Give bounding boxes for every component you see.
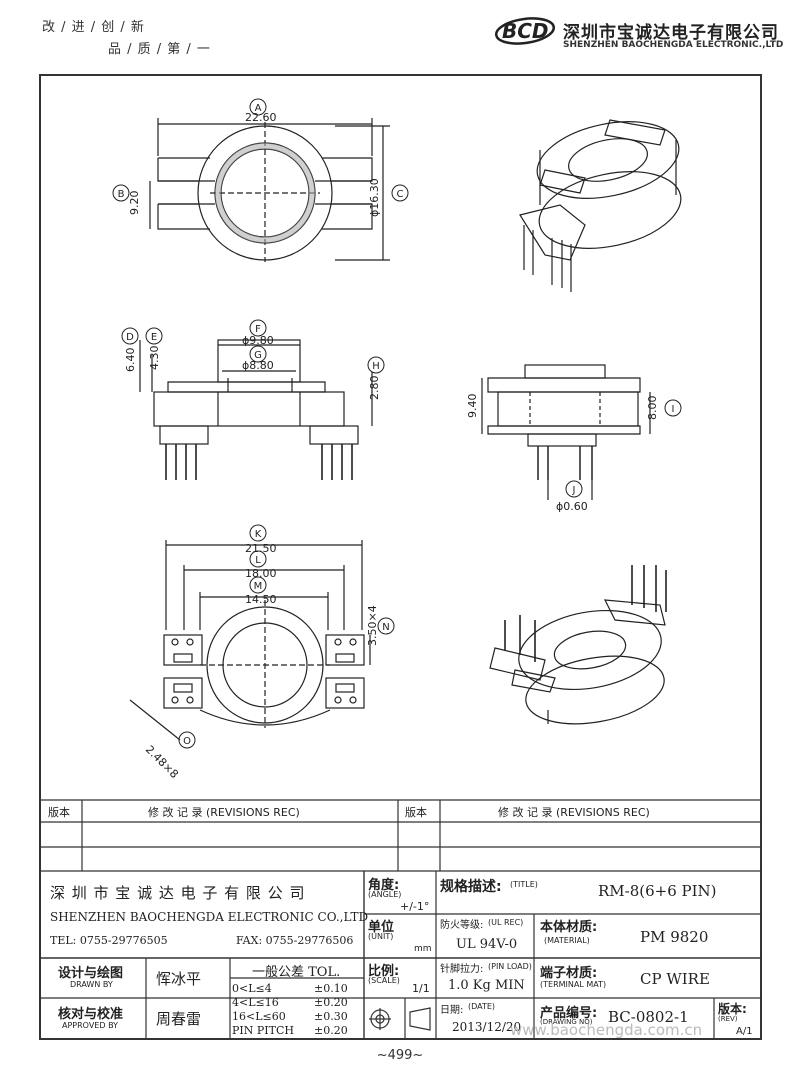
svg-text:18.00: 18.00: [245, 567, 277, 580]
svg-text:O: O: [183, 736, 191, 747]
svg-text:J: J: [572, 485, 576, 496]
rev-value: A/1: [736, 1026, 753, 1037]
svg-text:I: I: [672, 404, 675, 415]
material-sub: (MATERIAL): [544, 936, 590, 945]
date-value: 2013/12/20: [452, 1020, 522, 1034]
ul-label: 防火等级:: [440, 920, 484, 931]
side-view: [153, 339, 359, 480]
svg-text:ϕ0.60: ϕ0.60: [556, 500, 588, 513]
tb-company-cn: 深 圳 市 宝 诚 达 电 子 有 限 公 司: [50, 884, 306, 902]
unit-sub: (UNIT): [368, 932, 394, 941]
svg-text:M: M: [254, 581, 263, 592]
slogan-line-2: 品 / 质 / 第 / 一: [108, 42, 211, 57]
drawn-label: 设计与绘图: [58, 966, 124, 981]
rev-col1-header: 版本: [48, 806, 70, 819]
drawing-frame: [39, 74, 762, 1040]
terminal-label: 端子材质:: [540, 966, 598, 981]
approved-sub: APPROVED BY: [62, 1021, 119, 1030]
svg-text:ϕ16.30: ϕ16.30: [368, 178, 381, 217]
rev-label: 版本:: [718, 1002, 747, 1016]
angle-value: +/-1°: [400, 900, 430, 913]
rev-col2-header: 修 改 记 录 (REVISIONS REC): [148, 806, 300, 819]
tolerance-table: 0<L≤4±0.10 4<L≤16±0.20 16<L≤60±0.30 PIN …: [232, 982, 348, 1037]
title-label: 规格描述:: [440, 879, 502, 895]
title-sub: (TITLE): [510, 880, 538, 889]
svg-text:2.80: 2.80: [368, 376, 381, 401]
slogan-line-1: 改 / 进 / 创 / 新: [42, 20, 145, 35]
bottom-view: [163, 600, 365, 728]
approved-value: 周春雷: [156, 1010, 202, 1028]
svg-text:BCD: BCD: [502, 19, 549, 43]
drawing-no-sub: (DRAWING NO): [540, 1018, 593, 1026]
approved-label: 核对与校准: [58, 1007, 124, 1022]
svg-text:9.20: 9.20: [128, 191, 141, 216]
front-view: [487, 364, 641, 480]
rev-col3-header: 版本: [405, 806, 427, 819]
svg-text:H: H: [372, 361, 380, 372]
unit-label: 单位: [368, 920, 395, 935]
material-label: 本体材质:: [540, 920, 598, 935]
svg-text:ϕ8.80: ϕ8.80: [242, 359, 274, 372]
scale-value: 1/1: [412, 982, 430, 995]
ul-value: UL 94V-0: [456, 937, 518, 952]
svg-text:6.40: 6.40: [124, 348, 137, 373]
angle-label: 角度:: [368, 878, 400, 893]
rev-col4-header: 修 改 记 录 (REVISIONS REC): [498, 806, 650, 819]
svg-text:E: E: [151, 332, 157, 343]
svg-text:N: N: [382, 622, 389, 633]
svg-text:21.50: 21.50: [245, 542, 277, 555]
svg-text:22.60: 22.60: [245, 111, 277, 124]
svg-text:L: L: [255, 555, 261, 566]
svg-text:4.30: 4.30: [148, 346, 161, 371]
tolerance-title: 一般公差 TOL.: [252, 965, 341, 980]
company-name-en: SHENZHEN BAOCHENGDA ELECTRONIC.,LTD: [563, 40, 784, 50]
svg-text:D: D: [126, 332, 134, 343]
projection-symbol: [369, 1007, 431, 1031]
rev-sub: (REV): [718, 1015, 738, 1023]
svg-text:3.50×4: 3.50×4: [366, 605, 379, 646]
svg-text:K: K: [255, 529, 262, 540]
svg-text:9.40: 9.40: [466, 394, 479, 419]
svg-text:G: G: [254, 350, 262, 361]
scale-label: 比例:: [368, 964, 400, 979]
svg-text:14.50: 14.50: [245, 593, 277, 606]
drawn-value: 恽冰平: [156, 970, 202, 988]
terminal-sub: (TERMINAL MAT): [540, 980, 607, 989]
tb-company-en: SHENZHEN BAOCHENGDA ELECTRONIC CO.,LTD: [50, 910, 369, 924]
pinload-sub: (PIN LOAD): [488, 962, 532, 971]
svg-text:A: A: [255, 103, 262, 114]
company-logo: BCD: [494, 14, 556, 48]
pinload-value: 1.0 Kg MIN: [448, 978, 525, 993]
material-value: PM 9820: [640, 928, 709, 946]
svg-text:B: B: [118, 189, 125, 200]
tb-tel: TEL: 0755-29776505: [50, 934, 168, 947]
terminal-value: CP WIRE: [640, 970, 710, 988]
pinload-label: 针脚拉力:: [440, 964, 484, 975]
drawn-sub: DRAWN BY: [70, 980, 113, 989]
page-number: ~499~: [376, 1048, 424, 1063]
scale-sub: (SCALE): [368, 976, 400, 985]
drawing-no-label: 产品编号:: [540, 1006, 598, 1021]
date-sub: (DATE): [468, 1002, 496, 1011]
watermark: www.baochengda.com.cn: [510, 1021, 703, 1039]
company-name-cn: 深圳市宝诚达电子有限公司: [563, 23, 779, 43]
unit-value: mm: [414, 944, 432, 954]
isometric-view-1: [519, 119, 682, 292]
ul-sub: (UL REC): [488, 918, 524, 927]
svg-text:ϕ9.80: ϕ9.80: [242, 334, 274, 347]
title-value: RM-8(6+6 PIN): [598, 882, 717, 900]
tb-fax: FAX: 0755-29776506: [236, 934, 354, 947]
svg-text:2.48×8: 2.48×8: [143, 743, 181, 781]
date-label: 日期:: [440, 1005, 464, 1016]
top-view: [157, 122, 373, 262]
isometric-view-2: [489, 565, 667, 725]
svg-text:8.00: 8.00: [646, 396, 659, 421]
drawing-no-value: BC-0802-1: [608, 1008, 689, 1026]
svg-text:F: F: [255, 324, 261, 335]
angle-sub: (ANGLE): [368, 890, 402, 899]
svg-text:C: C: [397, 189, 404, 200]
